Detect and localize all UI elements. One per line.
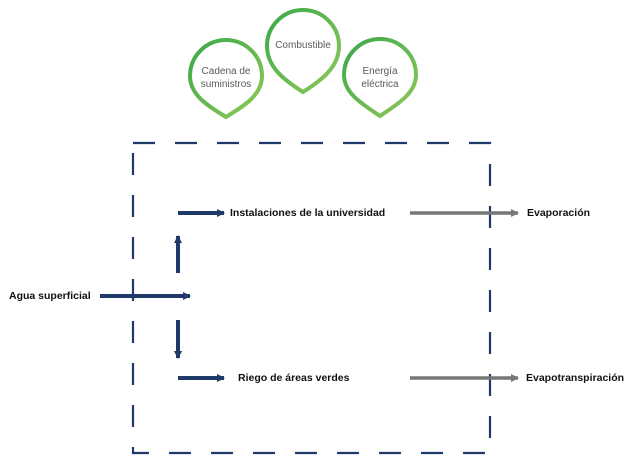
fuel-label: Combustible (275, 40, 331, 51)
fuel-pin (264, 8, 342, 95)
supply-chain-label: Cadena de suministros (200, 66, 252, 90)
evaporation-label: Evaporación (527, 207, 591, 219)
university-label: Instalaciones de la universidad (230, 207, 386, 219)
irrigation-label: Riego de áreas verdes (238, 372, 350, 384)
source-label: Agua superficial (9, 290, 91, 302)
evapotranspiration-label: Evapotranspiración (526, 372, 625, 384)
electricity-pin (341, 37, 419, 119)
supply-chain-pin (187, 38, 265, 120)
electricity-label: Energía eléctrica (361, 66, 399, 90)
